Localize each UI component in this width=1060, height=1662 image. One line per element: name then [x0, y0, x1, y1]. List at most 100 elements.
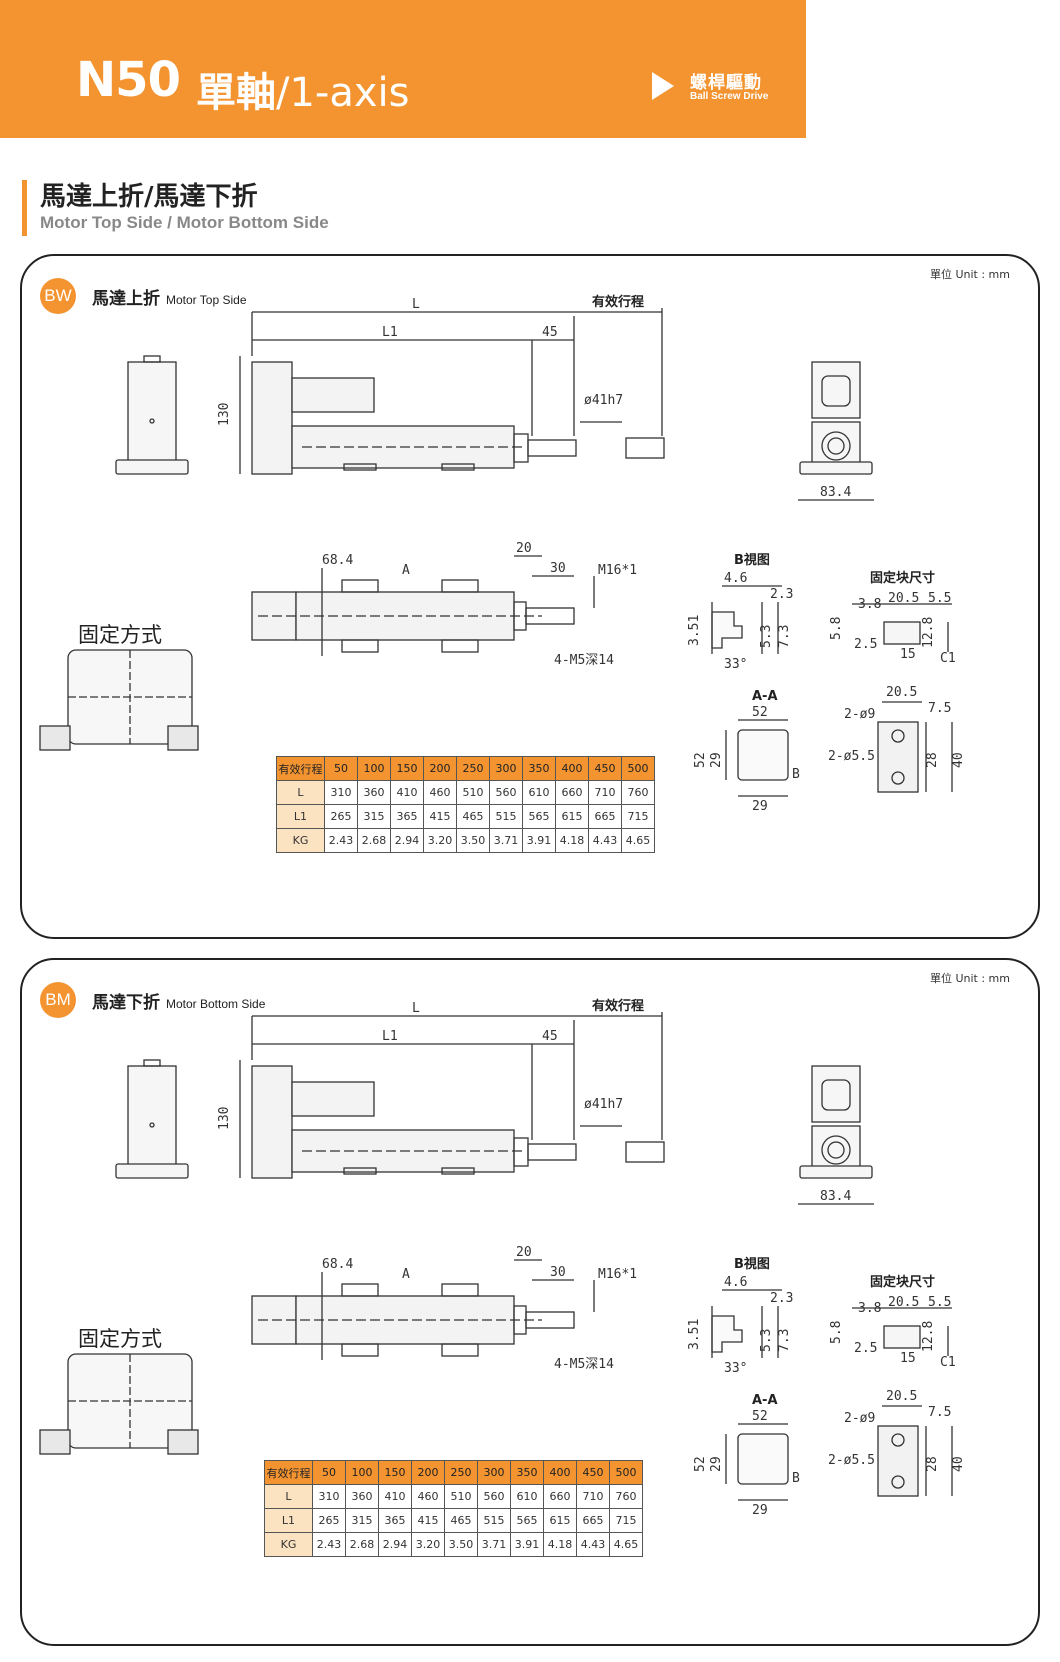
dimension-drawing: L L1 45 有效行程 130 ø41h7 83.4 68.4 20 30 M…: [39, 998, 966, 1518]
spec-cell: 265: [324, 804, 358, 829]
spec-cell: 610: [510, 1484, 544, 1509]
shaft-dia: ø41h7: [584, 393, 623, 408]
stroke-header-cell: 有效行程: [276, 756, 325, 781]
dim-45: 45: [542, 325, 558, 340]
fixing-block-title: 固定块尺寸: [870, 1274, 935, 1290]
stroke-cell: 200: [411, 1460, 445, 1485]
section-aa-label: A-A: [752, 689, 778, 704]
dim-15: 15: [900, 647, 916, 662]
spec-cell: 465: [456, 804, 490, 829]
dim-20-5: 20.5: [888, 1295, 919, 1310]
dim-3-51: 3.51: [687, 615, 702, 646]
mounting-method-label: 固定方式: [78, 1327, 162, 1351]
spec-cell: 4.18: [543, 1532, 577, 1557]
thread-m16: M16*1: [598, 563, 637, 578]
stroke-header-cell: 有效行程: [264, 1460, 313, 1485]
spec-cell: 615: [555, 804, 589, 829]
stroke-cell: 400: [543, 1460, 577, 1485]
dim-12-8: 12.8: [921, 617, 936, 648]
spec-cell: 415: [411, 1508, 445, 1533]
drive-type-en: Ball Screw Drive: [690, 91, 769, 102]
stroke-cell: 500: [609, 1460, 643, 1485]
dim-3-8: 3.8: [858, 1301, 881, 1316]
spec-cell: 710: [576, 1484, 610, 1509]
stroke-cell: 150: [378, 1460, 412, 1485]
spec-row-label: KG: [276, 828, 325, 853]
hole-5-5: 2-ø5.5: [828, 749, 875, 764]
dim-7-5: 7.5: [928, 701, 951, 716]
dim-5-3: 5.3: [759, 625, 774, 648]
spec-cell: 360: [357, 780, 391, 805]
dim-30: 30: [550, 561, 566, 576]
dim-5-5: 5.5: [928, 1295, 951, 1310]
hole-5-5: 2-ø5.5: [828, 1453, 875, 1468]
spec-cell: 2.68: [345, 1532, 379, 1557]
chamfer-c1: C1: [940, 1355, 956, 1370]
hole-9: 2-ø9: [844, 707, 875, 722]
spec-cell: 460: [411, 1484, 445, 1509]
dim-2-5: 2.5: [854, 637, 877, 652]
dim-68-4: 68.4: [322, 1257, 353, 1272]
spec-cell: 4.65: [609, 1532, 643, 1557]
stroke-label: 有效行程: [592, 998, 644, 1014]
dim-7-5: 7.5: [928, 1405, 951, 1420]
spec-cell: 715: [609, 1508, 643, 1533]
spec-cell: 515: [489, 804, 523, 829]
spec-cell: 710: [588, 780, 622, 805]
dim-2-3: 2.3: [770, 1291, 793, 1306]
dim-29: 29: [752, 1503, 768, 1518]
stroke-cell: 450: [576, 1460, 610, 1485]
spec-cell: 660: [555, 780, 589, 805]
spec-cell: 3.20: [411, 1532, 445, 1557]
dim-30: 30: [550, 1265, 566, 1280]
spec-cell: 465: [444, 1508, 478, 1533]
stroke-label: 有效行程: [592, 294, 644, 310]
dim-2-3: 2.3: [770, 587, 793, 602]
drive-type-cn: 螺桿驅動: [690, 73, 762, 93]
dim-20-5-plate: 20.5: [886, 1389, 917, 1404]
dim-5-5: 5.5: [928, 591, 951, 606]
spec-cell: 315: [357, 804, 391, 829]
view-mark-b: B: [792, 1471, 800, 1486]
dim-2-5: 2.5: [854, 1341, 877, 1356]
stroke-cell: 150: [390, 756, 424, 781]
spec-cell: 3.50: [444, 1532, 478, 1557]
b-view-label: B視图: [734, 1256, 770, 1272]
tapped-holes: 4-M5深14: [554, 1357, 614, 1372]
spec-cell: 3.71: [477, 1532, 511, 1557]
dim-15: 15: [900, 1351, 916, 1366]
spec-cell: 3.50: [456, 828, 490, 853]
angle-33: 33°: [724, 657, 747, 672]
section-title-en: Motor Top Side / Motor Bottom Side: [40, 213, 329, 232]
spec-cell: 565: [522, 804, 556, 829]
dim-3-51: 3.51: [687, 1319, 702, 1350]
dim-5-8: 5.8: [829, 617, 844, 640]
stroke-cell: 100: [345, 1460, 379, 1485]
dim-29-vertical: 29: [709, 752, 724, 768]
spec-cell: 715: [621, 804, 655, 829]
dim-52: 52: [752, 705, 768, 720]
spec-cell: 2.43: [312, 1532, 346, 1557]
spec-cell: 615: [543, 1508, 577, 1533]
dim-52-vertical: 52: [693, 752, 708, 768]
dim-29: 29: [752, 799, 768, 814]
variant-badge: BM: [40, 982, 76, 1018]
model-name: N50: [76, 52, 181, 108]
stroke-cell: 50: [324, 756, 358, 781]
chamfer-c1: C1: [940, 651, 956, 666]
spec-cell: 365: [378, 1508, 412, 1533]
stroke-cell: 350: [522, 756, 556, 781]
stroke-cell: 300: [489, 756, 523, 781]
dim-45: 45: [542, 1029, 558, 1044]
dim-83-4: 83.4: [820, 1189, 851, 1204]
stroke-cell: 300: [477, 1460, 511, 1485]
stroke-cell: 250: [444, 1460, 478, 1485]
spec-cell: 760: [609, 1484, 643, 1509]
spec-cell: 365: [390, 804, 424, 829]
